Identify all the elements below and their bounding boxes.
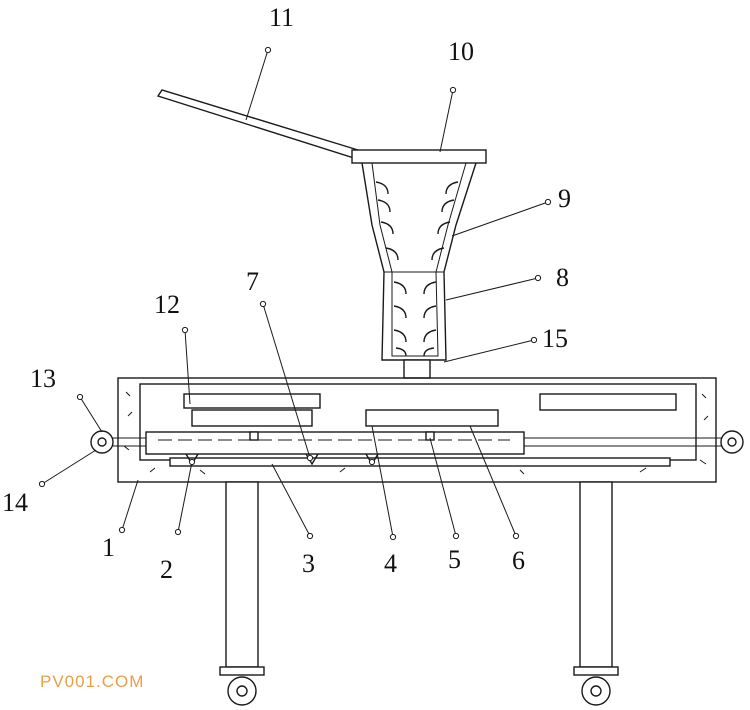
- left-leg: [219, 481, 265, 706]
- right-panel: [539, 393, 677, 411]
- leader-dots: [38, 46, 552, 541]
- left-pulley: [90, 430, 114, 454]
- label-5: 5: [448, 545, 461, 574]
- label-6: 6: [512, 546, 525, 575]
- label-9: 9: [558, 184, 571, 213]
- watermark: PV001.COM: [40, 672, 145, 691]
- label-11: 11: [269, 3, 294, 32]
- label-15: 15: [542, 324, 568, 353]
- left-hatched-block: [191, 409, 313, 427]
- upper-plate: [183, 393, 321, 409]
- label-3: 3: [302, 549, 315, 578]
- hopper-nozzle: [403, 359, 431, 379]
- label-14: 14: [2, 488, 28, 517]
- right-hatched-block: [365, 409, 499, 427]
- label-13: 13: [30, 364, 56, 393]
- hopper-body: [361, 162, 477, 361]
- hopper-fins: [375, 181, 459, 357]
- label-1: 1: [102, 533, 115, 562]
- label-2: 2: [160, 555, 173, 584]
- label-12: 12: [154, 290, 180, 319]
- label-7: 7: [246, 267, 259, 296]
- right-leg: [573, 481, 619, 706]
- label-8: 8: [556, 263, 569, 292]
- hopper-top-flange: [351, 149, 487, 164]
- leader-lines: [41, 49, 549, 538]
- handle-lever: [156, 89, 359, 159]
- label-4: 4: [384, 549, 397, 578]
- right-pulley: [720, 430, 744, 454]
- label-10: 10: [448, 37, 474, 66]
